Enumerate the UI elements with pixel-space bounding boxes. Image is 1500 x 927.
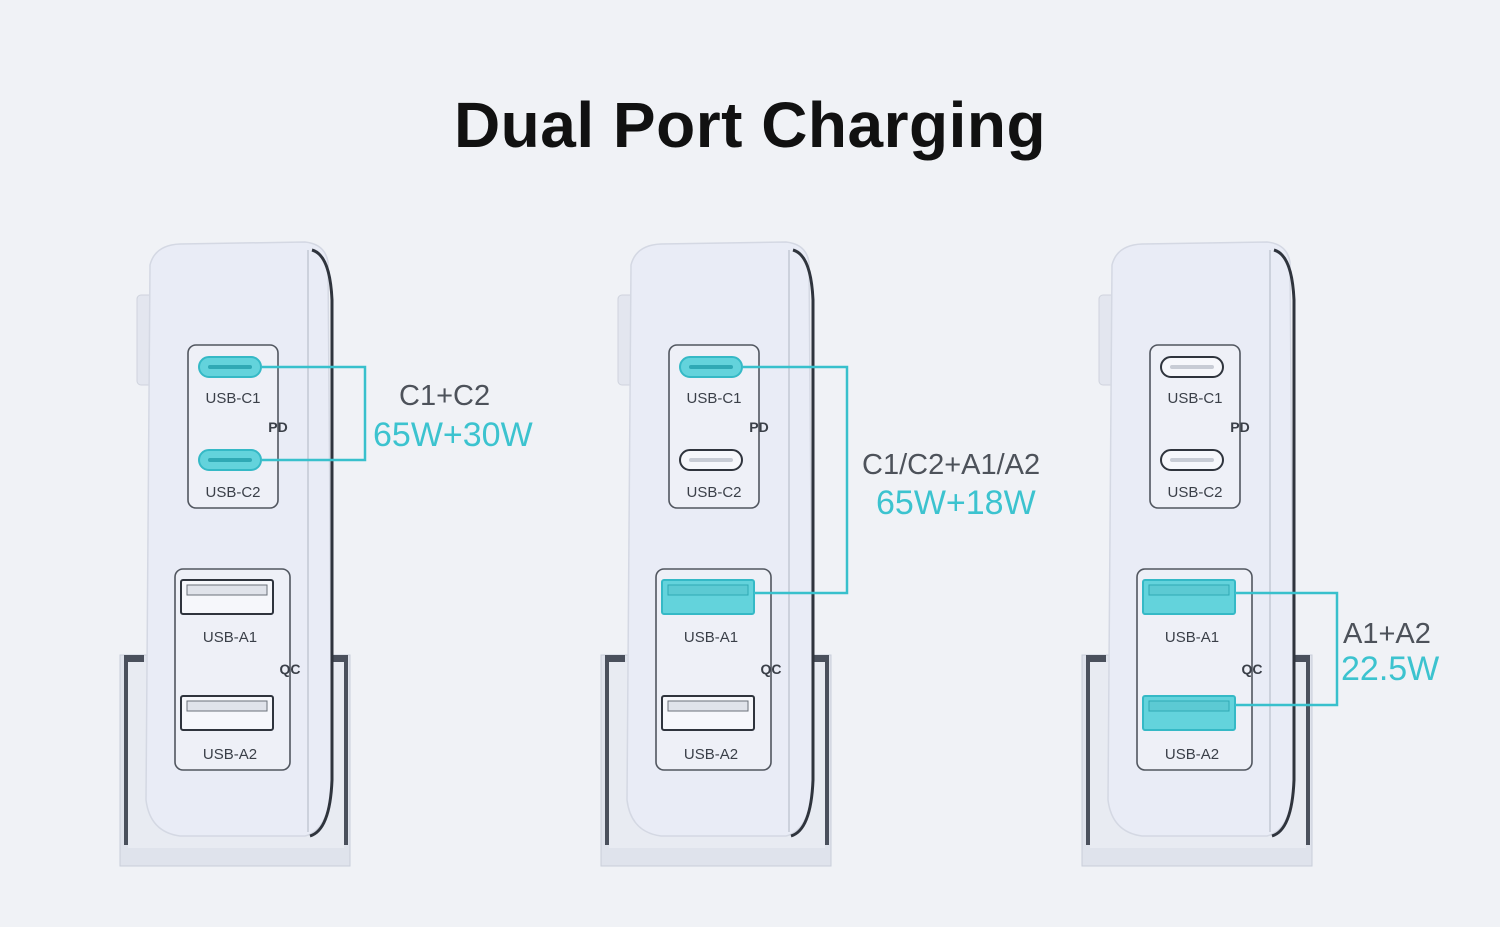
- power-label: 65W+18W: [876, 484, 1036, 522]
- pd-label: PD: [749, 419, 769, 435]
- power-label: 65W+30W: [373, 416, 533, 454]
- usb-a1-tongue: [1148, 584, 1230, 596]
- body-right-edge: [1271, 248, 1296, 838]
- usb-c2-label: USB-C2: [205, 484, 261, 501]
- usb-a2-tongue: [186, 700, 268, 712]
- usb-c2-label: USB-C2: [1167, 484, 1223, 501]
- usb-a1-label: USB-A1: [1164, 629, 1220, 646]
- connector-line: [743, 365, 849, 595]
- usb-a1-label: USB-A1: [683, 629, 739, 646]
- body-right-edge: [790, 248, 815, 838]
- combo-label: C1/C2+A1/A2: [862, 449, 1041, 481]
- body-right-edge: [309, 248, 334, 838]
- usb-a2-label: USB-A2: [1164, 746, 1220, 763]
- usb-c1-label: USB-C1: [686, 390, 742, 407]
- pd-label: PD: [1230, 419, 1250, 435]
- usb-a2-tongue: [1148, 700, 1230, 712]
- usb-a1-tongue: [667, 584, 749, 596]
- usb-a2-label: USB-A2: [683, 746, 739, 763]
- connector-line: [1235, 591, 1339, 707]
- usb-c1-tongue: [689, 365, 733, 369]
- usb-a2-tongue: [667, 700, 749, 712]
- usb-c2-label: USB-C2: [686, 484, 742, 501]
- pd-label: PD: [268, 419, 288, 435]
- charger-illustration: [119, 241, 367, 867]
- usb-c1-label: USB-C1: [205, 390, 261, 407]
- charger-illustration: [600, 241, 849, 867]
- charger-panel-1: USB-C1 USB-C2 PD USB-A1 USB-A2 QC C1+C2 …: [110, 0, 570, 927]
- qc-label: QC: [279, 661, 301, 677]
- charger-panel-2: USB-C1 USB-C2 PD USB-A1 USB-A2 QC C1/C2+…: [591, 0, 1051, 927]
- charger-panel-3: USB-C1 USB-C2 PD USB-A1 USB-A2 QC A1+A2 …: [1072, 0, 1500, 927]
- power-label: 22.5W: [1341, 650, 1440, 688]
- combo-label: C1+C2: [399, 380, 491, 412]
- usb-c2-tongue: [208, 458, 252, 462]
- connector-line: [262, 365, 367, 462]
- usb-c1-tongue: [1170, 365, 1214, 369]
- combo-label: A1+A2: [1343, 618, 1431, 650]
- usb-c2-tongue: [1170, 458, 1214, 462]
- usb-c1-label: USB-C1: [1167, 390, 1223, 407]
- usb-a1-label: USB-A1: [202, 629, 258, 646]
- qc-label: QC: [1241, 661, 1263, 677]
- usb-c2-tongue: [689, 458, 733, 462]
- page-title: Dual Port Charging: [453, 89, 1047, 161]
- qc-label: QC: [760, 661, 782, 677]
- usb-a2-label: USB-A2: [202, 746, 258, 763]
- charger-illustration: [1081, 241, 1339, 867]
- usb-c1-tongue: [208, 365, 252, 369]
- usb-a1-tongue: [186, 584, 268, 596]
